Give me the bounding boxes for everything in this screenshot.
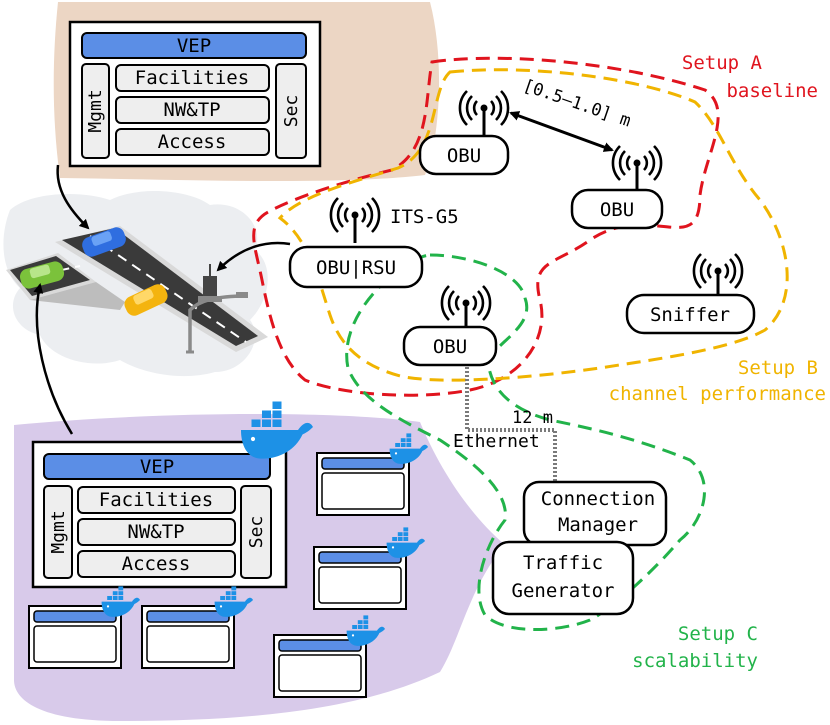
- top-access-label: Access: [158, 131, 227, 153]
- obu-node-a2: OBU: [570, 144, 664, 230]
- bottom-mgmt-label: Mgmt: [48, 510, 69, 553]
- obu-rsu-node: OBU|RSU: [288, 196, 424, 289]
- setup-c-subtitle: scalability: [632, 650, 758, 672]
- distance-arrow: [509, 111, 614, 152]
- sniffer-label: Sniffer: [650, 304, 730, 326]
- obu-a1-label: OBU: [447, 145, 481, 167]
- its-g5-label: ITS-G5: [390, 206, 459, 228]
- obu-a2-label: OBU: [600, 199, 634, 221]
- ethernet-cable: [465, 363, 557, 488]
- setup-b-subtitle: channel performance: [609, 383, 826, 405]
- traffic-generator-line1: Traffic: [523, 552, 603, 574]
- connection-manager-line2: Manager: [558, 514, 638, 536]
- traffic-generator-line2: Generator: [512, 580, 615, 602]
- arrow-obursu-to-road: [216, 241, 291, 272]
- bottom-nwtp-label: NW&TP: [127, 521, 184, 543]
- yellow-car-icon: [124, 284, 168, 316]
- bottom-vep-label: VEP: [140, 456, 174, 478]
- setup-b-title: Setup B: [738, 357, 818, 379]
- green-car-icon: [19, 261, 65, 289]
- bottom-facilities-label: Facilities: [99, 489, 213, 511]
- setup-a-title: Setup A: [682, 52, 763, 74]
- ethernet-label: Ethernet: [453, 431, 540, 452]
- container-small-5: [273, 615, 385, 698]
- obu-rsu-label: OBU|RSU: [316, 257, 396, 279]
- setup-c-title: Setup C: [678, 623, 758, 645]
- setup-a-subtitle: baseline: [726, 80, 818, 102]
- obu-node-c: OBU: [402, 284, 498, 367]
- bottom-protocol-stack: VEP Mgmt Facilities NW&TP Access Sec: [31, 401, 313, 589]
- container-small-3: [28, 586, 140, 669]
- obu-node-a1: OBU: [418, 89, 510, 176]
- top-protocol-stack: VEP Mgmt Facilities NW&TP Access Sec: [68, 20, 322, 168]
- container-small-1: [316, 433, 428, 516]
- bottom-sec-label: Sec: [246, 516, 267, 549]
- connection-manager-line1: Connection: [541, 488, 655, 510]
- cable-length-label: 12 m: [512, 408, 553, 428]
- arrow-bottom-stack-to-road: [33, 283, 74, 435]
- sniffer-node: Sniffer: [625, 252, 756, 335]
- road-scene-illustration: [3, 190, 268, 377]
- top-mgmt-label: Mgmt: [85, 89, 106, 132]
- top-facilities-label: Facilities: [135, 67, 249, 89]
- setup-a-boundary: [252, 56, 720, 397]
- top-nwtp-label: NW&TP: [163, 99, 220, 121]
- bottom-access-label: Access: [122, 553, 191, 575]
- roadside-unit-icon: [198, 264, 222, 302]
- container-small-4: [141, 586, 253, 669]
- obu-c-label: OBU: [433, 336, 467, 358]
- top-vep-label: VEP: [177, 35, 211, 57]
- connection-manager-box: Connection Manager: [522, 480, 668, 547]
- arrow-top-stack-to-road: [56, 164, 90, 230]
- container-small-2: [313, 527, 425, 610]
- traffic-generator-box: Traffic Generator: [491, 540, 635, 616]
- setup-b-boundary: [277, 68, 789, 382]
- top-sec-label: Sec: [281, 95, 302, 128]
- blue-car-icon: [82, 227, 126, 257]
